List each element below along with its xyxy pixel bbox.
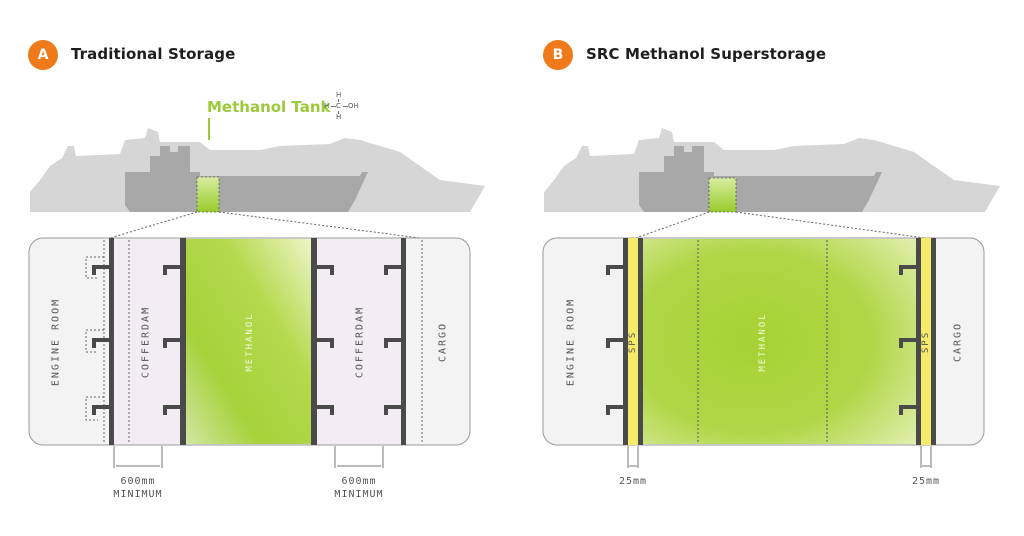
formula-h-bottom: H xyxy=(336,113,342,121)
dimension-left-b: 25mm xyxy=(618,476,648,487)
diagram-b xyxy=(542,237,985,468)
sps-left-label: SPS xyxy=(628,330,638,354)
dimension-note: MINIMUM xyxy=(113,489,163,500)
methanol-label-b: METHANOL xyxy=(758,312,768,372)
panel-b-title: SRC Methanol Superstorage xyxy=(586,45,827,63)
formula-h-top: H xyxy=(336,91,342,99)
panel-a-title: Traditional Storage xyxy=(71,45,236,63)
dimension-right-b: 25mm xyxy=(911,476,941,487)
dimension-note: MINIMUM xyxy=(334,489,384,500)
sps-right-label: SPS xyxy=(921,330,931,354)
methanol-label-a: METHANOL xyxy=(245,312,255,372)
methanol-formula-icon: H H C OH H xyxy=(322,91,362,123)
formula-h-left: H xyxy=(324,102,330,110)
cargo-label-a: CARGO xyxy=(437,321,449,363)
dimension-right-a: 600mm MINIMUM xyxy=(329,475,389,501)
methanol-tank-callout: Methanol Tank xyxy=(207,98,331,116)
engine-room-label-b: ENGINE ROOM xyxy=(565,297,577,387)
dimension-left-a: 600mm MINIMUM xyxy=(108,475,168,501)
formula-c: C xyxy=(336,102,341,110)
badge-b: B xyxy=(543,40,573,70)
cargo-label-b: CARGO xyxy=(952,321,964,363)
badge-a: A xyxy=(28,40,58,70)
dimension-value: 600mm xyxy=(120,476,156,487)
ship-a-silhouette xyxy=(30,128,485,239)
cofferdam-left-label: COFFERDAM xyxy=(140,305,152,379)
diagram-a xyxy=(28,237,471,468)
dimension-value: 600mm xyxy=(341,476,377,487)
ship-b-silhouette xyxy=(544,128,1000,239)
callout-line xyxy=(208,118,210,140)
cofferdam-right-label: COFFERDAM xyxy=(354,305,366,379)
engine-room-label-a: ENGINE ROOM xyxy=(50,297,62,387)
formula-oh: OH xyxy=(348,102,359,110)
